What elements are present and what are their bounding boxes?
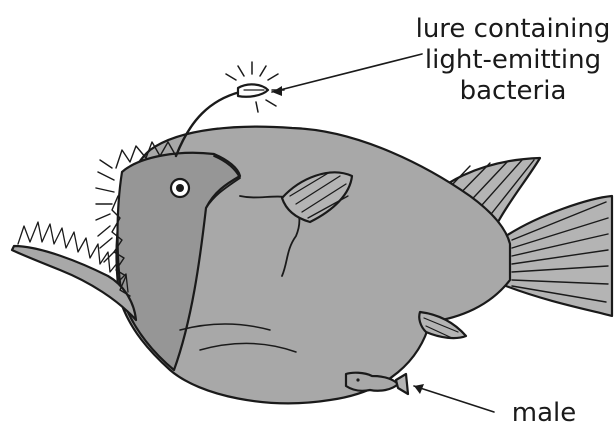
tail-fin	[506, 196, 612, 316]
lure-label-line-3: bacteria	[410, 76, 616, 107]
eye	[171, 179, 189, 197]
male-fish	[346, 373, 408, 394]
male-label-text: male	[494, 398, 594, 429]
lure-label-line-2: light-emitting	[410, 45, 616, 76]
lure	[226, 62, 284, 112]
male-pointer	[414, 386, 494, 412]
lure-label-line-1: lure containing	[410, 14, 616, 45]
lure-pointer	[272, 54, 422, 92]
male-label: male	[494, 398, 594, 429]
lure-label: lure containing light-emitting bacteria	[410, 14, 616, 107]
